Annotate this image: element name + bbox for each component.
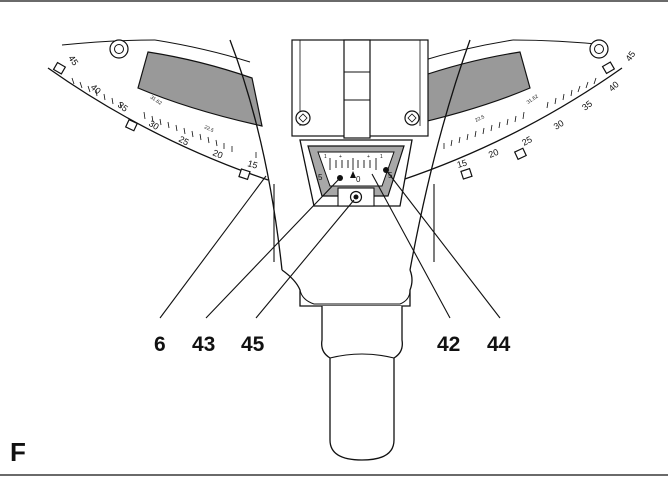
miter-arm: 5 0 5 1 + + 1 — [229, 39, 471, 307]
left-scale-label: 30 — [147, 118, 161, 132]
left-table-segment: 45 40 35 30 25 20 15 31.62 22.5 — [47, 39, 269, 181]
left-scale-label: 45 — [66, 53, 80, 67]
vernier-mark: + — [339, 154, 342, 160]
right-scale-label: 45 — [623, 49, 637, 63]
leader-42 — [371, 173, 451, 319]
callout-number: 42 — [437, 333, 460, 356]
handle — [321, 306, 403, 461]
callout-number: 6 — [154, 333, 166, 356]
vernier-label: 5 — [318, 173, 323, 182]
leader-44 — [385, 169, 501, 319]
callout-number: 43 — [192, 333, 215, 356]
right-table-segment: 15 20 25 30 35 40 45 22.5 31.62 — [401, 39, 637, 181]
right-scale-label: 35 — [580, 99, 594, 113]
right-screw — [589, 39, 609, 59]
callout-number: 44 — [487, 333, 511, 356]
left-scale-label: 20 — [211, 148, 224, 161]
right-scale-small-label: 22.5 — [474, 114, 486, 124]
left-gray-inlay — [137, 51, 263, 127]
right-scale-label: 20 — [487, 147, 500, 160]
vernier-label: 0 — [356, 175, 361, 184]
right-scale-small-label: 31.62 — [526, 94, 540, 106]
callout-number: 45 — [241, 333, 265, 356]
right-scale-label: 30 — [552, 118, 566, 132]
leader-lines — [159, 169, 501, 319]
right-scale-label: 40 — [607, 79, 621, 93]
left-scale-small-label: 22.5 — [203, 124, 215, 134]
leader-45 — [255, 199, 355, 319]
figure-letter: F — [10, 437, 26, 467]
right-scale-label: 25 — [520, 134, 534, 148]
left-scale-label: 35 — [116, 100, 130, 114]
leader-43 — [205, 177, 341, 319]
left-screw — [109, 39, 129, 59]
right-scale-label: 15 — [456, 158, 468, 170]
vernier-mark: + — [367, 154, 370, 160]
left-scale-label: 15 — [246, 158, 258, 170]
left-scale-label: 25 — [177, 134, 191, 148]
vernier-mark: 1 — [380, 154, 383, 160]
leader-6 — [159, 175, 267, 319]
vernier-mark: 1 — [324, 154, 327, 160]
left-scale-label: 40 — [89, 82, 103, 96]
